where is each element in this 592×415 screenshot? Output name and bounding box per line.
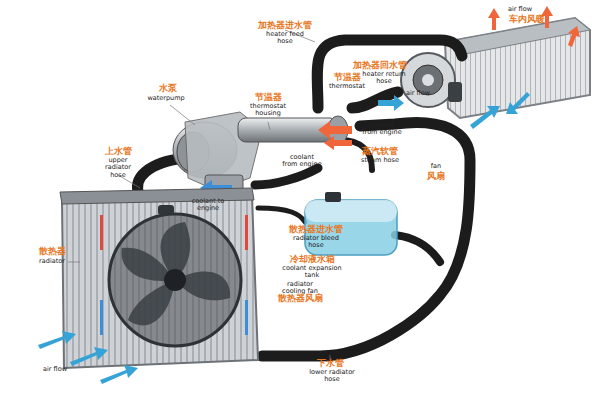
part-label: 散热器 [32, 247, 72, 257]
part-label-english: fan [424, 163, 448, 170]
fan-hub [164, 269, 186, 291]
air-arrow [378, 95, 404, 111]
part-label-english: radiator bleed hose [293, 235, 339, 250]
part-label-english: thermostat housing [245, 103, 291, 118]
radiator-bleed-hose [258, 208, 305, 222]
heater-core [445, 18, 590, 118]
heater-fan [401, 53, 455, 107]
part-label: 车内风暖 [505, 15, 549, 25]
part-label-english: coolant to engine [188, 198, 228, 213]
part-label: 散热器进水管 [284, 225, 348, 235]
flow-arrow [100, 300, 103, 335]
fan-motor [448, 82, 462, 102]
coolant-arrows [200, 121, 352, 196]
coolant-return-hose [255, 168, 318, 185]
part-label-english: thermostat [324, 83, 370, 90]
part-label: 风扇 [421, 172, 451, 182]
flow-arrow [245, 300, 248, 335]
part-label: 冷却液水箱 [280, 255, 344, 265]
radiator-fan-blades [122, 222, 231, 325]
part-label: 加热器进水管 [253, 21, 317, 31]
flow-arrow [245, 215, 248, 250]
part-label-english: heater return hose [361, 71, 407, 86]
radiator-fan-shroud [109, 214, 241, 346]
air-arrow [470, 106, 500, 129]
coolant-arrow [324, 136, 352, 150]
tank-hose [395, 235, 440, 262]
part-label-english: lower radiator hose [309, 369, 355, 384]
coolant-arrow [318, 121, 352, 139]
leader-line [68, 262, 80, 263]
warm-air-arrows [488, 6, 580, 47]
part-label-english: coolant expansion tank [282, 265, 342, 280]
part-label-english: coolant from engine [362, 122, 402, 137]
part-label-english: waterpump [143, 95, 189, 102]
part-label: 上水管 [98, 147, 138, 157]
part-label: 下水管 [310, 359, 350, 369]
part-label-english: heater feed hose [265, 31, 305, 46]
part-label: 蒸汽软管 [357, 147, 403, 157]
part-label: 水泵 [153, 84, 183, 94]
part-label-english: air flow [35, 366, 75, 373]
leader-line [170, 105, 195, 125]
part-label: 节温器 [248, 93, 288, 103]
part-label-english: steam hose [357, 157, 403, 164]
radiator-core [62, 196, 258, 368]
part-label-english: air flow [500, 6, 540, 13]
part-label-english: radiator [32, 258, 72, 265]
part-label-english: air flow [398, 90, 438, 97]
heater-fan-core [422, 74, 434, 86]
part-label-english: coolant from engine [282, 154, 322, 169]
part-label: 加热器回水管 [348, 61, 412, 71]
flow-arrow [100, 215, 103, 250]
radiator-top-tank [60, 188, 254, 204]
air-arrow [100, 365, 138, 384]
leader-line [268, 122, 270, 130]
part-label: 节温器 [327, 73, 367, 83]
air-arrow [38, 331, 76, 349]
leader-lines [68, 30, 330, 360]
air-arrow [70, 347, 108, 366]
part-label: 散热器风扇 [268, 294, 332, 304]
tank-cap [325, 192, 341, 202]
warm-arrow [488, 8, 500, 30]
lower-radiator-hose [262, 123, 470, 357]
radiator-flow-arrows [100, 215, 248, 335]
heater-feed-hose [317, 40, 462, 108]
warm-arrow [568, 26, 580, 47]
air-arrow [506, 92, 530, 114]
air-flow-arrows [38, 92, 530, 384]
part-label-english: upper radiator hose [98, 157, 138, 179]
tank-top [305, 200, 397, 222]
